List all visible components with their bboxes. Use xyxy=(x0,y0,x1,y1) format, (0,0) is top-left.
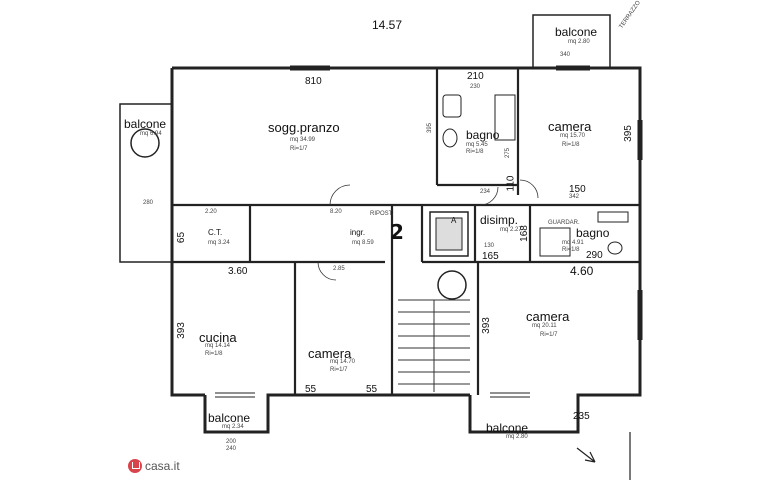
wheelchair-left-icon xyxy=(130,128,160,158)
outer-wall-bottom-left xyxy=(203,393,470,434)
dim-393-b: 393 xyxy=(480,317,492,334)
room-area-balcone-bl: mq 2.34 xyxy=(222,424,244,430)
house-pin-icon xyxy=(128,459,142,473)
balcony-left-outline xyxy=(119,103,172,263)
dim-280: 280 xyxy=(143,200,154,206)
room-area-camera-3: mq 20.11 xyxy=(532,323,557,329)
room-label-camera-1: camera xyxy=(548,119,592,134)
dim-55-a: 55 xyxy=(305,384,317,395)
dim-55-b: 55 xyxy=(366,384,378,395)
dim-810: 810 xyxy=(305,76,322,87)
room-area-bagno-2: mq 4.91 xyxy=(562,240,584,246)
dim-393-a: 393 xyxy=(175,322,187,339)
room-label-balcone-bl: balcone xyxy=(208,411,251,425)
outer-wall-right xyxy=(172,66,642,434)
room-area-balcone-br: mq 2.80 xyxy=(506,434,528,440)
dim-150: 150 xyxy=(569,184,586,195)
room-label-bagno-1: bagno xyxy=(466,128,500,142)
room-area-cucina: mq 14.14 xyxy=(205,343,231,349)
room-area-balcone-top: mq 2.80 xyxy=(568,39,590,45)
entrance-arrow-icon xyxy=(576,432,631,480)
room-label-ingresso: ingr. xyxy=(350,228,366,237)
dim-220: 2.20 xyxy=(205,209,217,215)
dim-240: 240 xyxy=(226,446,237,452)
fixture-sink-2 xyxy=(597,211,629,223)
dim-342: 342 xyxy=(569,194,580,200)
room-label-cucina: cucina xyxy=(199,330,237,345)
balcony-top-outline xyxy=(532,14,611,68)
dim-130: 130 xyxy=(484,243,495,249)
lift-car xyxy=(435,217,463,251)
room-label-camera-2: camera xyxy=(308,346,352,361)
room-area-camera-1: mq 15.70 xyxy=(560,133,586,139)
room-ratio-camera-2: Ri=1/7 xyxy=(330,367,348,373)
unit-number-label: 2 xyxy=(390,220,404,244)
room-area-camera-2: mq 14.70 xyxy=(330,359,356,365)
dim-460: 4.60 xyxy=(570,264,594,278)
outer-wall-bottom-right xyxy=(468,395,548,434)
dim-340: 340 xyxy=(560,52,571,58)
fixture-toilet-1 xyxy=(442,128,458,148)
dim-820: 8.20 xyxy=(330,209,342,215)
lift-cabin xyxy=(429,211,469,257)
fixture-shower-1 xyxy=(494,94,516,141)
room-label-ct: C.T. xyxy=(208,228,223,237)
room-ratio-soggiorno: Ri=1/7 xyxy=(290,146,308,152)
outer-wall-left xyxy=(170,68,205,397)
wheelchair-stair-icon xyxy=(437,270,467,300)
room-label-bagno-2: bagno xyxy=(576,226,610,240)
room-ratio-bagno-1: Ri=1/8 xyxy=(466,149,484,155)
room-area-bagno-1: mq 5.45 xyxy=(466,142,488,148)
room-label-ripost: RIPOST. xyxy=(370,211,394,217)
fixture-sink-1 xyxy=(442,94,462,118)
door-arc-1 xyxy=(329,184,351,206)
staircase xyxy=(398,299,470,392)
room-ratio-bagno-2: Ri=1/8 xyxy=(562,247,580,253)
dim-165: 165 xyxy=(482,251,499,262)
dim-360: 3.60 xyxy=(228,266,248,277)
dim-200: 200 xyxy=(226,439,237,445)
dim-168: 168 xyxy=(518,225,530,242)
door-arc-2 xyxy=(317,261,337,281)
dim-275: 275 xyxy=(505,147,512,159)
room-label-guardaroba: GUARDAR. xyxy=(548,220,580,226)
casa-it-logo: casa.it xyxy=(128,459,180,473)
lift-marker-label: A xyxy=(451,216,457,225)
dim-285: 2.85 xyxy=(333,266,345,272)
logo-text: casa.it xyxy=(145,459,180,473)
fixture-tub-2 xyxy=(539,227,571,257)
room-area-disimp: mq 2.27 xyxy=(500,227,522,233)
dim-395-a: 395 xyxy=(427,122,434,134)
dim-65: 65 xyxy=(176,231,188,244)
room-area-ct: mq 3.24 xyxy=(208,240,230,246)
room-label-soggiorno: sogg.pranzo xyxy=(268,120,340,135)
room-label-disimp: disimp. xyxy=(480,213,519,227)
dim-230: 230 xyxy=(470,84,481,90)
room-ratio-camera-1: Ri=1/8 xyxy=(562,142,580,148)
room-area-ingresso: mq 8.59 xyxy=(352,240,374,246)
room-ratio-cucina: Ri=1/8 xyxy=(205,351,223,357)
dim-total-width: 14.57 xyxy=(372,18,403,32)
door-arc-3 xyxy=(479,186,499,206)
dim-210: 210 xyxy=(467,71,484,82)
room-label-camera-3: camera xyxy=(526,309,570,324)
room-label-balcone-br: balcone xyxy=(486,421,529,435)
dim-395-b: 395 xyxy=(622,125,634,142)
dim-235: 235 xyxy=(573,411,590,422)
door-arc-4 xyxy=(519,179,539,199)
room-area-balcone-left: mq 6.94 xyxy=(140,131,162,137)
room-area-soggiorno: mq 34.99 xyxy=(290,137,316,143)
room-label-balcone-top: balcone xyxy=(555,25,598,39)
dim-290: 290 xyxy=(586,250,603,261)
room-ratio-camera-3: Ri=1/7 xyxy=(540,332,558,338)
dim-234: 234 xyxy=(480,189,491,195)
fixture-toilet-2 xyxy=(607,241,623,255)
room-label-balcone-left: balcone xyxy=(124,117,167,131)
dim-110: 110 xyxy=(505,175,517,192)
